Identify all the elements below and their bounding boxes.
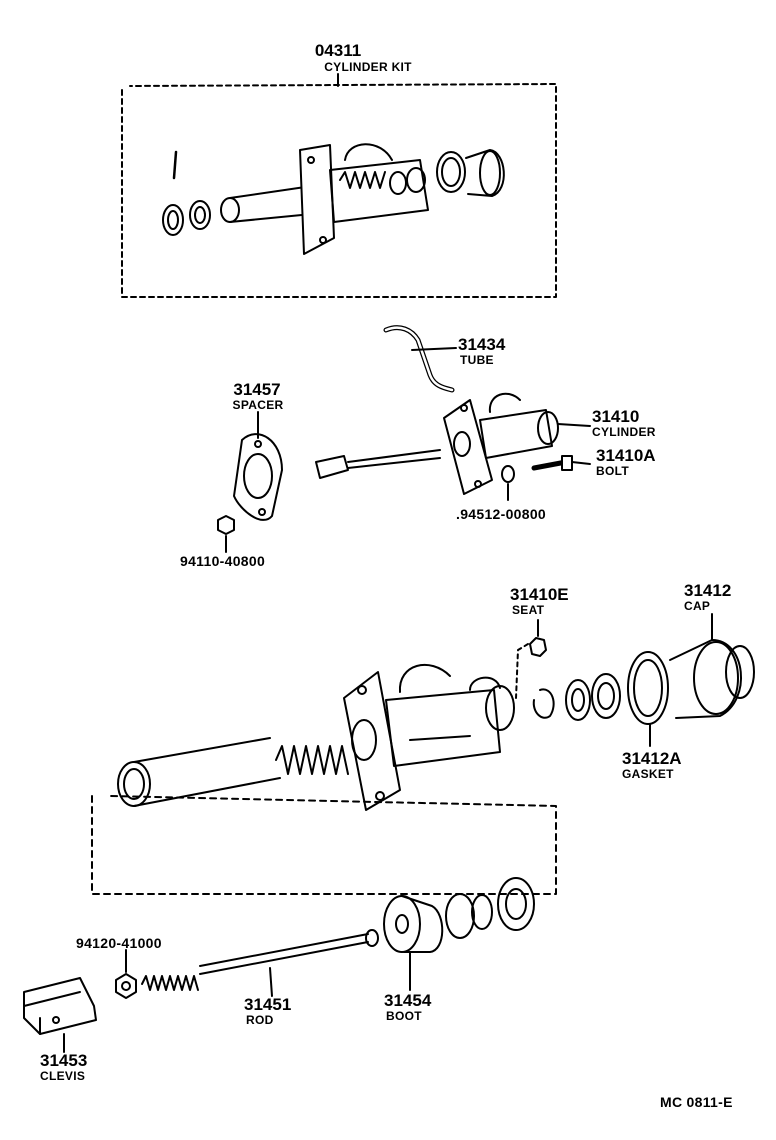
lower-spring (275, 745, 349, 775)
part-number-31457: 31457 (233, 380, 281, 399)
mid-rod (347, 449, 441, 463)
part-name-clevis: CLEVIS (40, 1069, 86, 1083)
middle-assembly (217, 325, 591, 553)
lower-body (385, 689, 501, 767)
part-number-94512-00800: .94512-00800 (456, 506, 547, 522)
part-name-cap: CAP (684, 599, 711, 613)
part-number-31451: 31451 (244, 995, 292, 1014)
bolt-part (531, 459, 569, 471)
part-name-cylinder: CYLINDER (592, 425, 656, 439)
part-number-31410A: 31410A (596, 446, 656, 465)
kit-flange (299, 144, 335, 255)
washer-94512 (501, 465, 515, 483)
kit-pin (172, 150, 178, 180)
tube-leader (411, 347, 457, 351)
part-name-cylinder-kit: CYLINDER KIT (324, 60, 412, 74)
kit-piston-end (220, 197, 240, 223)
clevis-part (23, 977, 97, 1035)
kit-gasket (436, 151, 466, 193)
part-name-rod: ROD (246, 1013, 274, 1027)
part-name-gasket: GASKET (622, 767, 674, 781)
nut-94120 (115, 973, 137, 999)
part-number-31412: 31412 (684, 581, 732, 600)
part-name-bolt: BOLT (596, 464, 629, 478)
part-number-94110-40800: 94110-40800 (180, 553, 266, 569)
kit-dashed-frame (121, 83, 557, 298)
part-name-tube: TUBE (460, 353, 494, 367)
rod-end (365, 929, 379, 947)
part-number-31410: 31410 (592, 407, 640, 426)
part-number-04311: 04311 (314, 41, 362, 60)
gasket-part (627, 651, 669, 725)
part-number-31454: 31454 (384, 991, 432, 1010)
lower-dashed-frame (91, 795, 557, 895)
cylinder-body (479, 409, 553, 459)
part-name-boot: BOOT (386, 1009, 422, 1023)
cylinder-leader (557, 423, 591, 427)
kit-ring-2 (189, 200, 211, 230)
rod-part (199, 933, 369, 967)
cap-part (669, 639, 742, 719)
kit-ring-1 (162, 204, 184, 236)
mid-clevis (315, 455, 349, 479)
seat-part (529, 637, 547, 657)
diagram-code: MC 0811-E (660, 1094, 733, 1110)
part-number-31434: 31434 (458, 335, 506, 354)
lower-flange (343, 671, 401, 811)
kit-spring (339, 171, 386, 189)
lower-assembly (23, 613, 755, 1053)
part-number-94120-41000: 94120-41000 (76, 935, 162, 951)
boot-ring-2 (497, 877, 535, 931)
part-number-31410E: 31410E (510, 585, 569, 604)
kit-body (329, 159, 429, 223)
part-name-seat: SEAT (512, 603, 545, 617)
seat-disk (565, 679, 591, 721)
boot-part (383, 895, 421, 953)
boot-ring-1 (445, 893, 475, 939)
nut-94110 (217, 515, 235, 535)
cylinder-kit-group (121, 73, 557, 298)
snap-ring (532, 688, 555, 719)
part-name-spacer: SPACER (232, 398, 284, 412)
kit-cap (465, 149, 505, 197)
tube-part (383, 325, 455, 393)
rod-thread (141, 975, 199, 991)
gasket-holder (591, 673, 621, 719)
part-number-31453: 31453 (40, 1051, 88, 1070)
part-number-31412A: 31412A (622, 749, 682, 768)
